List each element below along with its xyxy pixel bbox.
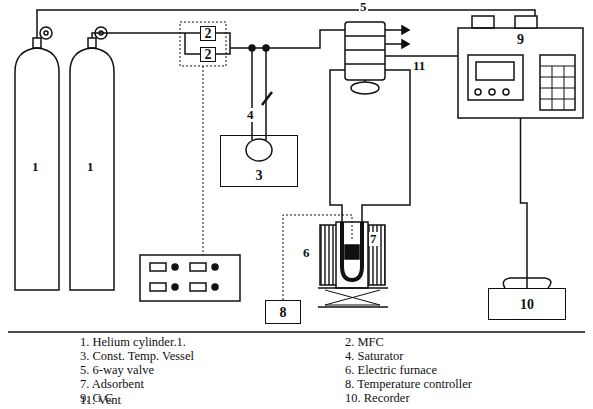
recorder-box: 10 (488, 288, 566, 320)
legend-item: 8. Temperature controller (345, 378, 472, 391)
callout-number: 7 (369, 232, 378, 246)
callout-number: 11 (412, 59, 426, 73)
vessel-box: 3 (220, 135, 298, 187)
legend-item: 1. Helium cylinder.1. (80, 336, 186, 349)
legend-item: 5. 6-way valve (80, 364, 154, 377)
node-text: 2 (205, 26, 212, 41)
node-text: 8 (280, 305, 287, 320)
legend-item: 7. Adsorbent (80, 378, 144, 391)
node-text: 10 (520, 297, 534, 312)
node-text: 2 (205, 47, 212, 62)
gc-box: 9 (458, 28, 583, 118)
node-text: 9 (517, 32, 524, 47)
legend-item: 11. Vent (80, 394, 121, 407)
legend-item: 10. Recorder (345, 392, 410, 405)
controller-box: 8 (265, 300, 301, 324)
callout-number: 5 (359, 0, 368, 14)
legend-item: 3. Const. Temp. Vessel (80, 350, 194, 363)
callout-number: 6 (302, 246, 311, 260)
node-text: 3 (256, 168, 263, 183)
callout-number: 4 (246, 108, 255, 122)
mfc-box: 2 (200, 26, 216, 41)
legend-item: 4. Saturator (345, 350, 403, 363)
callout-number: 1 (31, 160, 40, 174)
legend-item: 6. Electric furnace (345, 364, 437, 377)
legend-item: 2. MFC (345, 336, 384, 349)
callout-number: 1 (86, 160, 95, 174)
mfc-box: 2 (200, 47, 216, 62)
connector (521, 118, 528, 288)
